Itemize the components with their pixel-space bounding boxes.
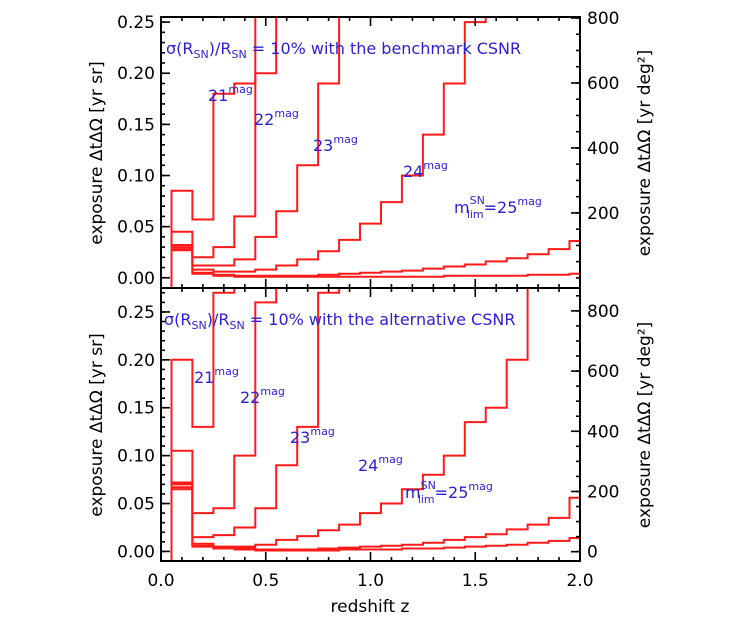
top-y-tick-label: 0.20: [117, 64, 155, 84]
bottom-label-21mag: 21mag: [194, 365, 239, 387]
bottom-panel: 0.00 0.05 0.10 0.15 0.20 0.25 0 200 400 600 800 0…: [87, 287, 655, 617]
top-label-24mag: 24mag: [403, 159, 448, 181]
top-y2-tick-label: 600: [587, 74, 619, 94]
x-tick-label: 1.0: [357, 571, 384, 591]
bottom-series-5-step-curve: [170, 486, 580, 561]
bottom-label-22mag: 22mag: [240, 385, 285, 407]
top-y2-tick-label: 400: [587, 139, 619, 159]
bottom-series-1-step-curve: [170, 288, 236, 561]
bottom-series-2-step-curve: [170, 288, 278, 561]
top-series-6-step-curve: [170, 249, 580, 288]
top-y-tick-label: 0.00: [117, 269, 155, 289]
bottom-y-tick-label: 0.15: [117, 399, 155, 419]
bottom-label-23mag: 23mag: [290, 425, 335, 447]
bottom-y2-axis-title: exposure ΔtΔΩ [yr deg²]: [635, 322, 655, 528]
top-y-tick-label: 0.15: [117, 115, 155, 135]
top-panel: 0.00 0.05 0.10 0.15 0.20 0.25 200 400 600 800 σ(…: [87, 9, 655, 289]
bottom-y-tick-label: 0.10: [117, 447, 155, 467]
top-y-tick-label: 0.05: [117, 218, 155, 238]
top-series-1-step-curve: [170, 17, 257, 288]
bottom-series-4-step-curve: [170, 288, 529, 561]
top-series-2-step-curve: [170, 17, 278, 288]
top-y2-axis-title: exposure ΔtΔΩ [yr deg²]: [635, 50, 655, 256]
bottom-series-3-step-curve: [170, 288, 341, 561]
bottom-y-tick-label: 0.05: [117, 495, 155, 515]
x-tick-label: 0.5: [252, 571, 279, 591]
top-y-tick-label: 0.10: [117, 167, 155, 187]
x-tick-label: 2.0: [566, 571, 593, 591]
top-series-3-step-curve: [170, 17, 341, 288]
top-label-23mag: 23mag: [313, 133, 358, 155]
bottom-y2-tick-label: 600: [587, 362, 619, 382]
top-y2-tick-label: 800: [587, 9, 619, 29]
bottom-panel-title: σ(RSN)/RSN = 10% with the alternative CS…: [164, 310, 515, 332]
bottom-y-axis-title: exposure ΔtΔΩ [yr sr]: [87, 333, 107, 516]
top-y-axis-title: exposure ΔtΔΩ [yr sr]: [87, 61, 107, 244]
top-label-22mag: 22mag: [254, 107, 299, 129]
x-tick-label: 1.5: [462, 571, 489, 591]
top-label-21mag: 21mag: [208, 83, 253, 105]
top-series-4-step-curve: [170, 17, 487, 288]
bottom-y-tick-label: 0.25: [117, 303, 155, 323]
bottom-y-tick-label: 0.00: [117, 542, 155, 562]
bottom-label-24mag: 24mag: [358, 453, 403, 475]
bottom-y-tick-label: 0.20: [117, 351, 155, 371]
x-axis-title: redshift z: [331, 597, 410, 617]
x-tick-label: 0.0: [147, 571, 174, 591]
bottom-y2-tick-label: 200: [587, 482, 619, 502]
bottom-series-6-step-curve: [170, 488, 580, 561]
top-y-tick-label: 0.25: [117, 13, 155, 33]
top-panel-title: σ(RSN)/RSN = 10% with the benchmark CSNR: [166, 39, 521, 61]
top-y2-tick-label: 200: [587, 204, 619, 224]
bottom-y2-tick-label: 400: [587, 422, 619, 442]
bottom-y2-tick-label: 800: [587, 302, 619, 322]
bottom-y2-tick-label: 0: [587, 543, 598, 563]
